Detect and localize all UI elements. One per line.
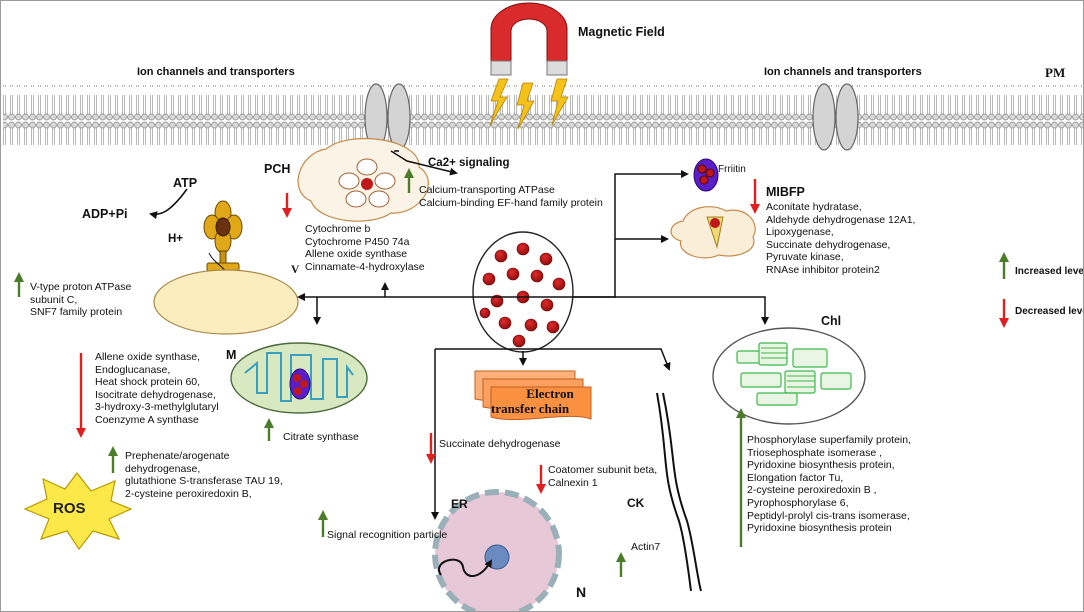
atp-synthase-icon bbox=[203, 200, 243, 272]
signal-recognition-label: Signal recognition particle bbox=[327, 529, 448, 541]
mitochondrion-icon bbox=[230, 342, 368, 414]
ion-channels-label-left: Ion channels and transporters bbox=[137, 66, 295, 78]
mibfp-label: MIBFP bbox=[766, 185, 805, 199]
chl-item: Phosphorylase superfamily protein, bbox=[747, 434, 912, 446]
cytoskeleton-icon bbox=[656, 392, 702, 592]
vacuole-item: SNF7 family protein bbox=[30, 306, 123, 319]
chl-item: Pyrophosphorylase 6, bbox=[747, 496, 849, 509]
status-arrows bbox=[14, 168, 1009, 577]
ros-starburst-icon bbox=[23, 472, 133, 551]
ros-item: dehydrogenase, bbox=[125, 462, 201, 475]
atp-label: ATP bbox=[173, 176, 198, 190]
pch-item: Allene oxide synthase bbox=[305, 248, 408, 261]
nucleus-label: N bbox=[576, 584, 587, 600]
ca-signaling-label: Ca2+ signaling bbox=[428, 157, 510, 169]
hplus-label: H+ bbox=[168, 233, 184, 245]
vacuole-protein-list: V-type proton ATPase subunit C, SNF7 fam… bbox=[30, 281, 131, 319]
mibfp-item: Lipoxygenase, bbox=[766, 226, 834, 239]
mibfp-item: Aldehyde dehydrogenase 12A1, bbox=[766, 213, 916, 226]
pch-item: Cinnamate-4-hydroxylase bbox=[305, 260, 425, 273]
mito-down-list: Allene oxide synthase, Endoglucanase, He… bbox=[95, 351, 219, 427]
chl-item: Peptidyl-prolyl cis-trans isomerase, bbox=[747, 509, 910, 522]
er-label: ER bbox=[451, 497, 468, 511]
ros-item: Prephenate/arogenate bbox=[125, 450, 230, 462]
er-item: Calnexin 1 bbox=[548, 476, 598, 489]
etc-title-line2: transfer chain bbox=[491, 401, 570, 416]
mito-item: 3-hydroxy-3-methylglutaryl bbox=[95, 401, 219, 414]
ck-label: CK bbox=[627, 496, 645, 510]
actin-label: Actin7 bbox=[631, 541, 661, 553]
mibfp-item: Succinate dehydrogenase, bbox=[766, 238, 891, 251]
ion-channel-right-icon bbox=[812, 83, 859, 151]
ion-channel-middle-icon bbox=[364, 83, 411, 151]
mitochondrion-label: M bbox=[226, 348, 237, 362]
mito-item: Heat shock protein 60, bbox=[95, 376, 201, 389]
calcium-protein-list: Calcium-transporting ATPase Calcium-bind… bbox=[419, 184, 603, 209]
chloroplast-icon bbox=[712, 327, 866, 425]
pm-label: PM bbox=[1045, 65, 1066, 80]
citrate-synthase-label: Citrate synthase bbox=[283, 431, 359, 443]
chloroplast-protein-list: Phosphorylase superfamily protein, Trios… bbox=[747, 434, 911, 535]
ros-item: glutathione S-transferase TAU 19, bbox=[125, 475, 283, 488]
chl-item: 2-cysteine peroxiredoxin B , bbox=[747, 484, 877, 497]
magnet-icon bbox=[490, 2, 568, 76]
ros-label: ROS bbox=[53, 500, 86, 517]
central-cell bbox=[472, 231, 574, 353]
ion-channels-label-right: Ion channels and transporters bbox=[764, 66, 922, 78]
mito-item: Endoglucanase, bbox=[95, 363, 171, 376]
etc-title-line: Electron bbox=[526, 386, 574, 401]
pch-protein-list: Cytochrome b Cytochrome P450 74a Allene … bbox=[305, 223, 425, 273]
ros-item: 2-cysteine peroxiredoxin B, bbox=[125, 487, 252, 500]
etc-succinate-label: Succinate dehydrogenase bbox=[439, 438, 561, 450]
connector-lines bbox=[297, 150, 769, 520]
ferritin-icon bbox=[693, 158, 719, 192]
chl-item: Pyridoxine biosynthesis protein, bbox=[747, 459, 895, 472]
lightning-bolts-icon bbox=[489, 78, 569, 130]
mibfp-icon bbox=[670, 206, 756, 259]
mito-item: Allene oxide synthase, bbox=[95, 351, 201, 363]
mibfp-item: RNAse inhibitor protein2 bbox=[766, 263, 880, 276]
vacuole-item: V-type proton ATPase bbox=[30, 281, 132, 293]
legend-decreased: Decreased levels bbox=[1015, 306, 1083, 317]
nucleus-er-icon bbox=[432, 489, 562, 611]
etc-title: Electron bbox=[515, 386, 585, 401]
mito-item: Coenzyme A synthase bbox=[95, 413, 199, 426]
legend-increased: Increased levels bbox=[1015, 266, 1084, 277]
peroxisome-icon bbox=[297, 137, 429, 222]
chl-item: Triosephosphate isomerase , bbox=[747, 446, 883, 459]
mibfp-item: Pyruvate kinase, bbox=[766, 251, 844, 264]
mibfp-protein-list: Aconitate hydratase, Aldehyde dehydrogen… bbox=[766, 201, 915, 277]
mibfp-item: Aconitate hydratase, bbox=[766, 201, 862, 213]
pch-item: Cytochrome b bbox=[305, 223, 371, 235]
adp-label: ADP+Pi bbox=[82, 207, 128, 221]
er-item: Coatomer subunit beta, bbox=[548, 464, 658, 476]
plasma-membrane bbox=[3, 85, 1083, 145]
er-down-list: Coatomer subunit beta, Calnexin 1 bbox=[548, 464, 657, 489]
calcium-item: Calcium-transporting ATPase bbox=[419, 184, 555, 196]
mito-item: Isocitrate dehydrogenase, bbox=[95, 388, 216, 401]
atp-to-adp-arrow bbox=[149, 188, 188, 220]
chloroplast-label: Chl bbox=[821, 314, 842, 328]
ferritin-label: Frriitin bbox=[718, 164, 746, 175]
vacuole-shape bbox=[153, 269, 299, 335]
ros-protein-list: Prephenate/arogenate dehydrogenase, glut… bbox=[125, 450, 283, 500]
vacuole-label: V bbox=[291, 264, 300, 276]
pch-label: PCH bbox=[264, 162, 291, 176]
pch-item: Cytochrome P450 74a bbox=[305, 235, 410, 248]
chl-item: Pyridoxine biosynthesis protein bbox=[747, 522, 892, 535]
electron-transfer-chain-icon bbox=[474, 370, 592, 421]
magnetic-field-label: Magnetic Field bbox=[578, 25, 665, 39]
chl-item: Elongation factor Tu, bbox=[747, 471, 844, 484]
calcium-item: Calcium-binding EF-hand family protein bbox=[419, 196, 603, 209]
vacuole-item: subunit C, bbox=[30, 293, 78, 306]
